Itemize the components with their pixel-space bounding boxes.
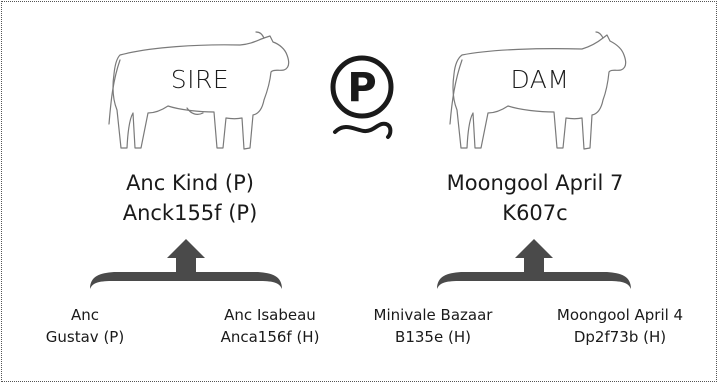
dam-bracket-arrow: [437, 239, 631, 289]
dam-sire-line1: Minivale Bazaar: [373, 306, 493, 324]
dam-sire-name: Minivale Bazaar B135e (H): [358, 304, 508, 348]
dam-dam-line2: Dp2f73b (H): [573, 328, 667, 346]
poll-emblem-letter: P: [347, 65, 376, 111]
dam-cow-icon: [449, 31, 627, 150]
sire-name: Anc Kind (P) Anck155f (P): [90, 168, 290, 228]
sire-name-line2: Anck155f (P): [122, 201, 258, 225]
sire-dam-name: Anc Isabeau Anca156f (H): [195, 304, 345, 348]
sire-sire-line1: Anc: [70, 306, 99, 324]
sire-label: SIRE: [170, 65, 230, 94]
sire-dam-line2: Anca156f (H): [220, 328, 320, 346]
dam-label: DAM: [510, 65, 570, 94]
dam-name-line1: Moongool April 7: [446, 171, 624, 195]
sire-sire-line2: Gustav (P): [45, 328, 125, 346]
dam-name: Moongool April 7 K607c: [430, 168, 640, 228]
sire-sire-name: Anc Gustav (P): [20, 304, 150, 348]
sire-name-line1: Anc Kind (P): [126, 171, 254, 195]
sire-bracket-arrow: [90, 239, 282, 289]
dam-name-line2: K607c: [502, 201, 568, 225]
dam-dam-line1: Moongool April 4: [556, 306, 684, 324]
dam-sire-line2: B135e (H): [395, 328, 471, 346]
sire-dam-line1: Anc Isabeau: [224, 306, 316, 324]
poll-emblem-icon: P: [330, 55, 394, 139]
sire-cow-icon: [108, 31, 290, 150]
dam-dam-name: Moongool April 4 Dp2f73b (H): [535, 304, 705, 348]
